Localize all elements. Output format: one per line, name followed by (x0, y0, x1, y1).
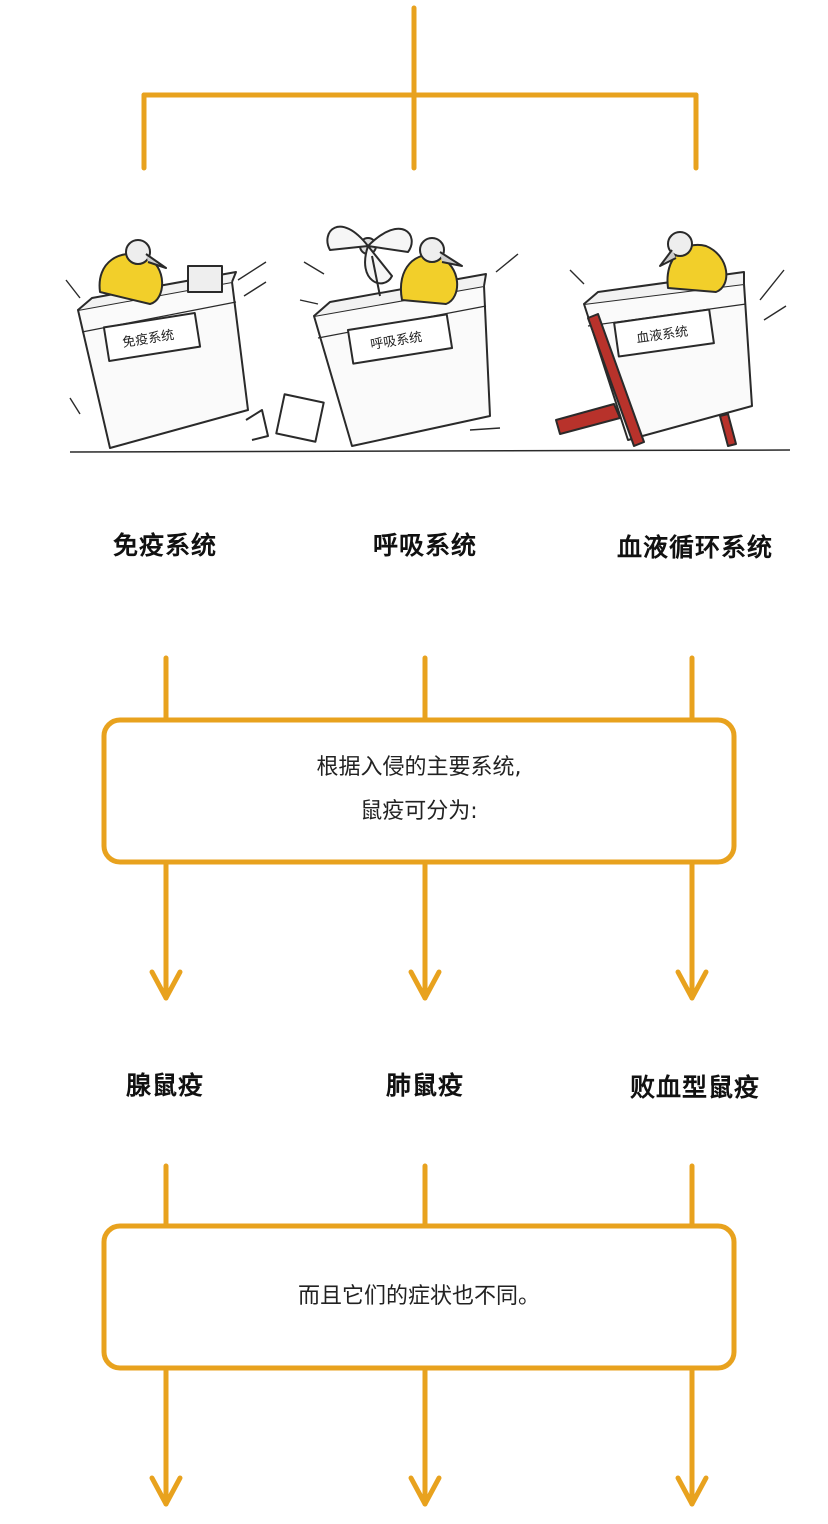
type-label-bubonic: 腺鼠疫 (125, 1071, 204, 1100)
type-label-pneumonic: 肺鼠疫 (385, 1071, 464, 1100)
type-label-septicemic: 败血型鼠疫 (629, 1073, 760, 1102)
box2-frame (101, 1223, 737, 1371)
box2-line1: 而且它们的症状也不同。 (297, 1284, 540, 1309)
box1-line2: 鼠疫可分为: (360, 799, 478, 824)
arrowhead-left-2 (149, 1475, 183, 1507)
desk-figure-respiratory-icon (299, 225, 519, 447)
arrowhead-center-1 (408, 969, 442, 1001)
system-label-respiratory: 呼吸系统 (372, 531, 477, 560)
box1-text: 根据入侵的主要系统, 鼠疫可分为: (104, 746, 734, 834)
arrowhead-left-1 (149, 969, 183, 1001)
system-label-immune: 免疫系统 (112, 531, 217, 560)
arrowhead-right-2 (675, 1475, 709, 1507)
connector-lines (101, 5, 737, 1507)
box1-frame (101, 717, 737, 865)
desk-figure-blood-icon (555, 231, 787, 447)
box2-text: 而且它们的症状也不同。 (104, 1275, 734, 1319)
arrowhead-right-1 (675, 969, 709, 1001)
box1-line1: 根据入侵的主要系统, (316, 755, 522, 780)
system-label-circulatory: 血液循环系统 (616, 533, 773, 562)
arrowhead-center-2 (408, 1475, 442, 1507)
ground-line (69, 449, 791, 453)
desk-figure-immune-icon (65, 239, 325, 449)
